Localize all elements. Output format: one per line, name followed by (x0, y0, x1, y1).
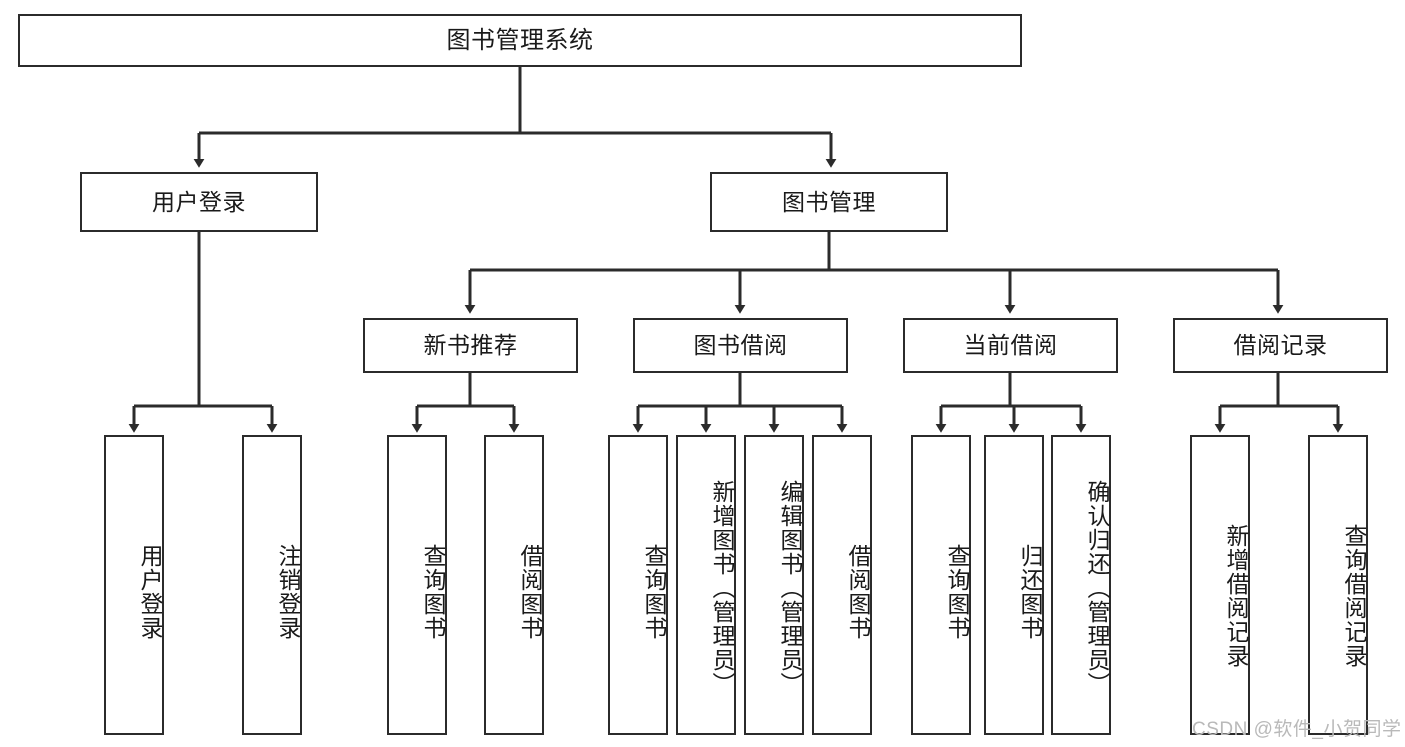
csdn-watermark: CSDN @软件_小贺同学 (1192, 719, 1402, 740)
node-root-label: 图书管理系统 (446, 26, 594, 54)
node-book-manage-label: 图书管理 (782, 188, 876, 215)
node-book-borrow-label: 图书借阅 (693, 332, 788, 359)
node-leaf-return-book-label: 归还图书 (1017, 544, 1043, 640)
node-book-borrow[interactable]: 图书借阅 (633, 318, 848, 373)
node-leaf-borrow-book-2[interactable]: 借阅图书 (812, 435, 872, 735)
node-leaf-user-login[interactable]: 用户登录 (104, 435, 164, 735)
node-new-book-recommend-label: 新书推荐 (423, 332, 518, 359)
node-leaf-query-book-2-label: 查询图书 (641, 544, 667, 640)
node-leaf-query-book-2[interactable]: 查询图书 (608, 435, 668, 735)
node-borrow-record-label: 借阅记录 (1233, 332, 1328, 359)
node-leaf-user-login-label: 用户登录 (137, 544, 163, 640)
node-leaf-add-record[interactable]: 新增借阅记录 (1190, 435, 1250, 735)
node-leaf-add-book[interactable]: 新增图书（管理员） (676, 435, 736, 735)
node-leaf-logout[interactable]: 注销登录 (242, 435, 302, 735)
node-leaf-query-book-1[interactable]: 查询图书 (387, 435, 447, 735)
node-current-borrow[interactable]: 当前借阅 (903, 318, 1118, 373)
node-leaf-query-record[interactable]: 查询借阅记录 (1308, 435, 1368, 735)
node-leaf-query-book-3[interactable]: 查询图书 (911, 435, 971, 735)
node-new-book-recommend[interactable]: 新书推荐 (363, 318, 578, 373)
node-leaf-query-book-1-label: 查询图书 (420, 544, 446, 640)
node-borrow-record[interactable]: 借阅记录 (1173, 318, 1388, 373)
node-user-login[interactable]: 用户登录 (80, 172, 318, 232)
node-leaf-query-record-label: 查询借阅记录 (1341, 524, 1367, 668)
node-leaf-borrow-book-1[interactable]: 借阅图书 (484, 435, 544, 735)
node-leaf-add-book-label: 新增图书（管理员） (709, 480, 735, 696)
node-leaf-query-book-3-label: 查询图书 (944, 544, 970, 640)
node-root[interactable]: 图书管理系统 (18, 14, 1022, 67)
node-leaf-edit-book-label: 编辑图书（管理员） (777, 480, 803, 696)
node-leaf-confirm-return[interactable]: 确认归还（管理员） (1051, 435, 1111, 735)
node-leaf-return-book[interactable]: 归还图书 (984, 435, 1044, 735)
node-user-login-label: 用户登录 (152, 188, 246, 215)
node-leaf-confirm-return-label: 确认归还（管理员） (1084, 480, 1110, 696)
node-leaf-borrow-book-1-label: 借阅图书 (517, 544, 543, 640)
node-leaf-borrow-book-2-label: 借阅图书 (845, 544, 871, 640)
node-book-manage[interactable]: 图书管理 (710, 172, 948, 232)
node-leaf-edit-book[interactable]: 编辑图书（管理员） (744, 435, 804, 735)
node-current-borrow-label: 当前借阅 (963, 332, 1058, 359)
node-leaf-logout-label: 注销登录 (275, 544, 301, 640)
node-leaf-add-record-label: 新增借阅记录 (1223, 524, 1249, 668)
